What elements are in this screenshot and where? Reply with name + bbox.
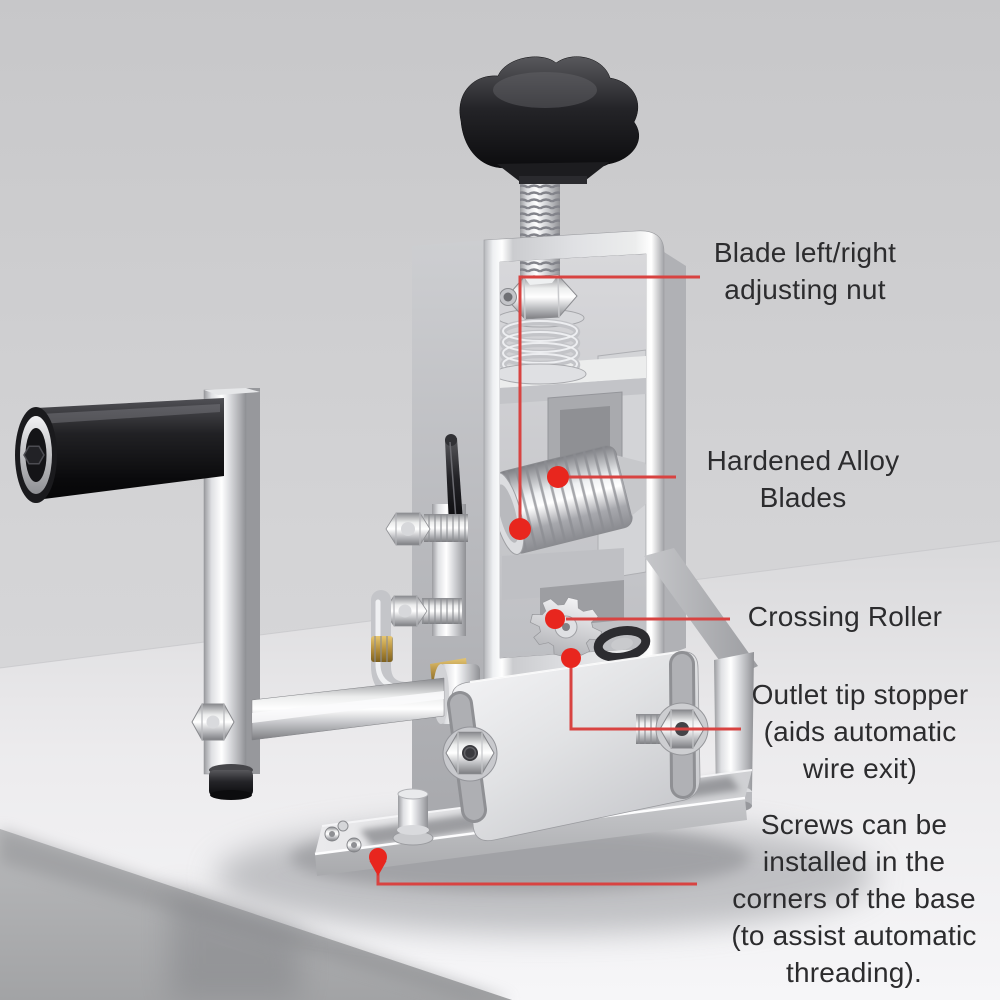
rubber-roller xyxy=(593,626,651,662)
support-pillar xyxy=(714,652,754,800)
crank-handle xyxy=(15,398,224,503)
base-front xyxy=(315,798,747,876)
tension-lever xyxy=(445,438,463,525)
base-corner-screws xyxy=(324,820,362,853)
label-blade-adjusting-nut: Blade left/right adjusting nut xyxy=(713,237,897,305)
label-base-screws: Screws can be installed in the corners o… xyxy=(731,809,977,988)
crossing-roller-gear xyxy=(529,596,651,662)
outlet-stopper-plate xyxy=(442,651,709,842)
support-arm xyxy=(644,548,758,678)
base-post xyxy=(392,788,434,846)
feed-bolt-upper xyxy=(385,512,468,546)
threaded-rod xyxy=(520,182,560,238)
plate-bolt-left xyxy=(442,726,498,782)
leader-blade-adjusting-nut xyxy=(518,275,700,519)
marker-dot-crossing-roller xyxy=(545,609,565,629)
pressure-spring xyxy=(500,318,587,385)
marker-dot-blade-nut xyxy=(509,518,531,540)
leader-outlet-stopper xyxy=(569,668,741,731)
feed-bolt-lower xyxy=(383,595,462,627)
annotation-markers xyxy=(369,466,581,876)
label-hardened-alloy-blades: Hardened Alloy Blades xyxy=(706,445,900,513)
label-crossing-roller: Crossing Roller xyxy=(747,601,943,632)
marker-dot-hardened-blades xyxy=(547,466,569,488)
side-fittings xyxy=(371,434,468,704)
marker-pin-base-screws xyxy=(369,848,387,876)
wire-stripping-machine xyxy=(15,56,758,876)
handle-end-cap xyxy=(15,407,57,503)
label-outlet-tip-stopper: Outlet tip stopper (aids automatic wire … xyxy=(751,679,969,784)
shaft-hex-bolt xyxy=(191,703,235,741)
frame-window-interior xyxy=(500,254,646,658)
marker-dot-outlet-stopper xyxy=(561,648,581,668)
hex-socket xyxy=(23,445,45,465)
star-knob xyxy=(459,56,639,184)
